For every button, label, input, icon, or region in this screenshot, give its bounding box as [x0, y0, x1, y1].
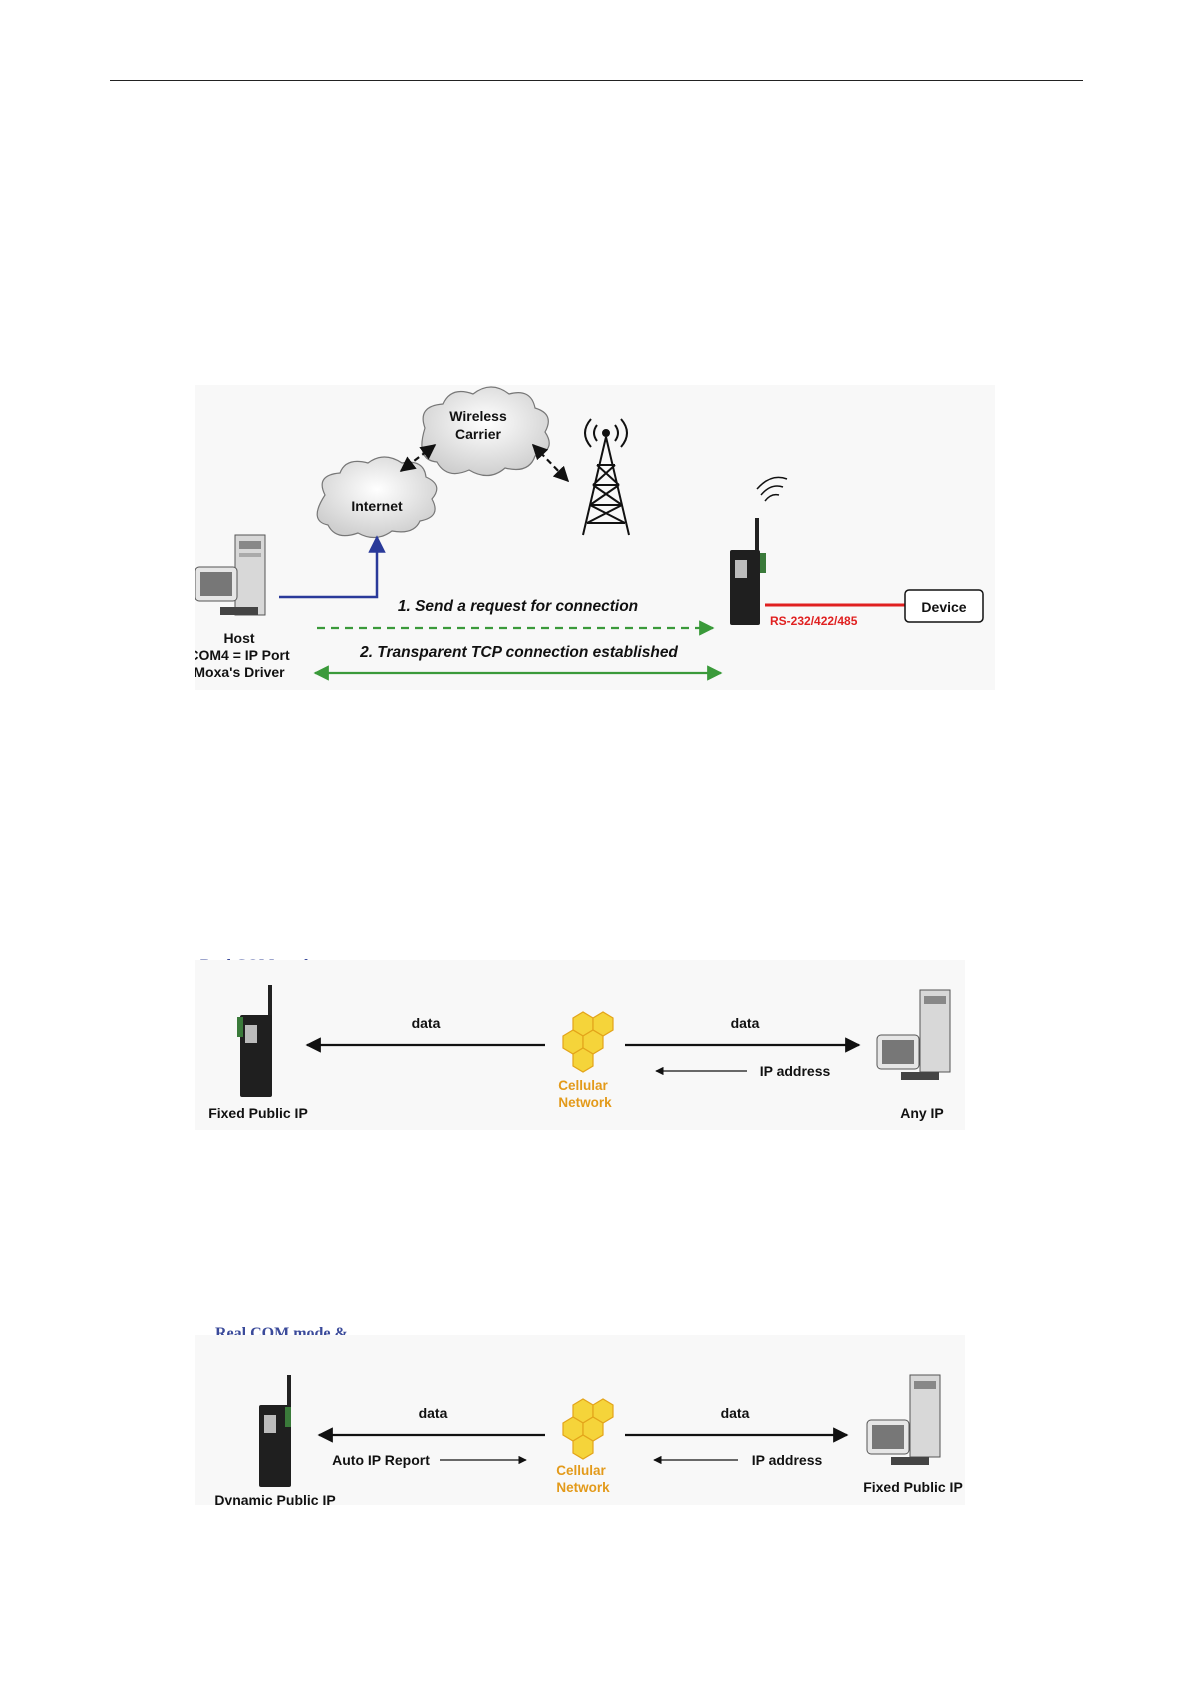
cellular-label-1: Cellular [556, 1463, 606, 1478]
internet-cloud: Internet [316, 456, 438, 539]
cellular-gateway-icon [730, 476, 788, 625]
diagram-2-svg: Fixed Public IP Cellular Network Any IP … [208, 985, 951, 1121]
data-right-label: data [731, 1015, 760, 1031]
host-internet-link [279, 535, 386, 599]
step-2-label: 2. Transparent TCP connection establishe… [359, 644, 678, 661]
data-left-label: data [419, 1405, 448, 1421]
serial-label: RS-232/422/485 [770, 614, 858, 628]
diagram-2-real-com: Fixed Public IP Cellular Network Any IP … [195, 960, 965, 1130]
cellular-network-icon [562, 1011, 614, 1073]
auto-ip-report-label: Auto IP Report [332, 1452, 430, 1468]
cell-tower-icon [582, 418, 630, 536]
header-rule [110, 80, 1083, 81]
internet-label: Internet [351, 498, 403, 514]
left-caption: Dynamic Public IP [214, 1492, 335, 1505]
cellular-gateway-icon [259, 1375, 291, 1487]
device-box [904, 589, 984, 623]
step-1-label: 1. Send a request for connection [398, 598, 638, 615]
data-left-label: data [412, 1015, 441, 1031]
cellular-gateway-icon [237, 985, 272, 1097]
ip-address-label: IP address [760, 1063, 831, 1079]
host-label: Host [223, 630, 254, 646]
diagram-3-auto-ip-report: Dynamic Public IP Cellular Network Fixed… [195, 1335, 965, 1508]
ip-address-label: IP address [752, 1452, 823, 1468]
host-computer-icon [866, 1374, 941, 1465]
cellular-label-2: Network [558, 1095, 612, 1110]
host-computer-icon [194, 534, 266, 616]
left-caption: Fixed Public IP [208, 1105, 308, 1121]
host-computer-icon [876, 989, 951, 1080]
right-caption: Any IP [900, 1105, 944, 1121]
device-label: Device [921, 599, 966, 615]
carrier-internet-link [399, 444, 437, 472]
host-driver-label: Moxa's Driver [195, 664, 285, 680]
diagram-3-svg: Dynamic Public IP Cellular Network Fixed… [214, 1374, 963, 1508]
data-right-label: data [721, 1405, 750, 1421]
cellular-label-2: Network [556, 1480, 610, 1495]
cellular-label-1: Cellular [558, 1078, 608, 1093]
host-com-label: COM4 = IP Port [195, 647, 290, 663]
cellular-network-icon [562, 1398, 614, 1460]
right-caption: Fixed Public IP [863, 1479, 963, 1495]
carrier-tower-link [531, 443, 570, 483]
